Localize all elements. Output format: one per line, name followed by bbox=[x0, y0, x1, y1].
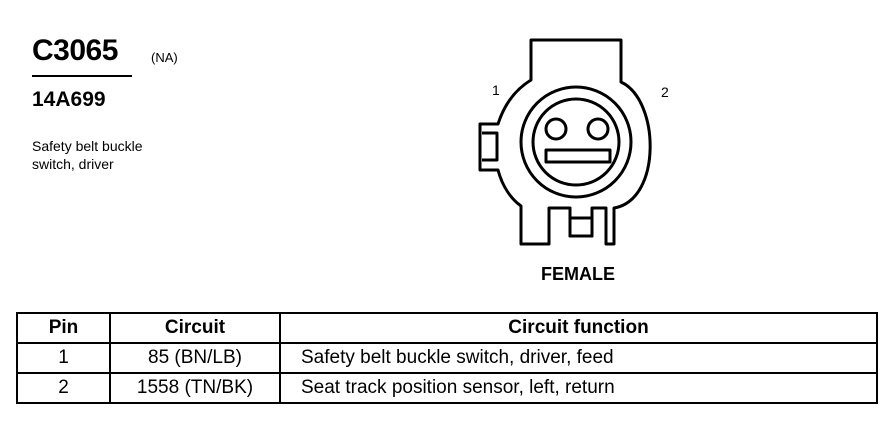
connector-id: C3065 bbox=[32, 34, 118, 67]
cell-circuit-function: Safety belt buckle switch, driver, feed bbox=[279, 342, 878, 374]
connector-housing bbox=[478, 38, 652, 246]
connector-gender-label: FEMALE bbox=[541, 264, 615, 284]
cell-pin: 2 bbox=[16, 372, 111, 404]
connector-face-diagram bbox=[478, 38, 652, 246]
lock-tab bbox=[568, 216, 594, 238]
table-row: 1 85 (BN/LB) Safety belt buckle switch, … bbox=[16, 342, 878, 374]
pin-label-1: 1 bbox=[492, 82, 500, 98]
header-circuit: Circuit bbox=[109, 312, 281, 344]
cell-circuit: 85 (BN/LB) bbox=[109, 342, 281, 374]
header-circuit-function: Circuit function bbox=[279, 312, 878, 344]
table-row: 2 1558 (TN/BK) Seat track position senso… bbox=[16, 372, 878, 404]
pin-cavity-2 bbox=[586, 117, 610, 141]
description-line-1: Safety belt buckle bbox=[32, 138, 143, 154]
cell-circuit-function: Seat track position sensor, left, return bbox=[279, 372, 878, 404]
pinout-table: Pin Circuit Circuit function 1 85 (BN/LB… bbox=[16, 312, 878, 404]
region-code: (NA) bbox=[151, 50, 178, 65]
connector-description: Safety belt buckle switch, driver bbox=[32, 137, 192, 173]
cell-circuit: 1558 (TN/BK) bbox=[109, 372, 281, 404]
description-line-2: switch, driver bbox=[32, 156, 114, 172]
cavity-outer-ring bbox=[519, 85, 633, 199]
cell-pin: 1 bbox=[16, 342, 111, 374]
latch-notch bbox=[482, 131, 499, 162]
key-slot bbox=[544, 148, 612, 164]
table-header-row: Pin Circuit Circuit function bbox=[16, 312, 878, 344]
cavity-inner-ring bbox=[531, 97, 621, 187]
part-number: 14A699 bbox=[32, 88, 106, 111]
header-pin: Pin bbox=[16, 312, 111, 344]
pin-label-2: 2 bbox=[661, 84, 669, 100]
connector-id-underline bbox=[32, 75, 132, 77]
pin-cavity-1 bbox=[544, 117, 568, 141]
